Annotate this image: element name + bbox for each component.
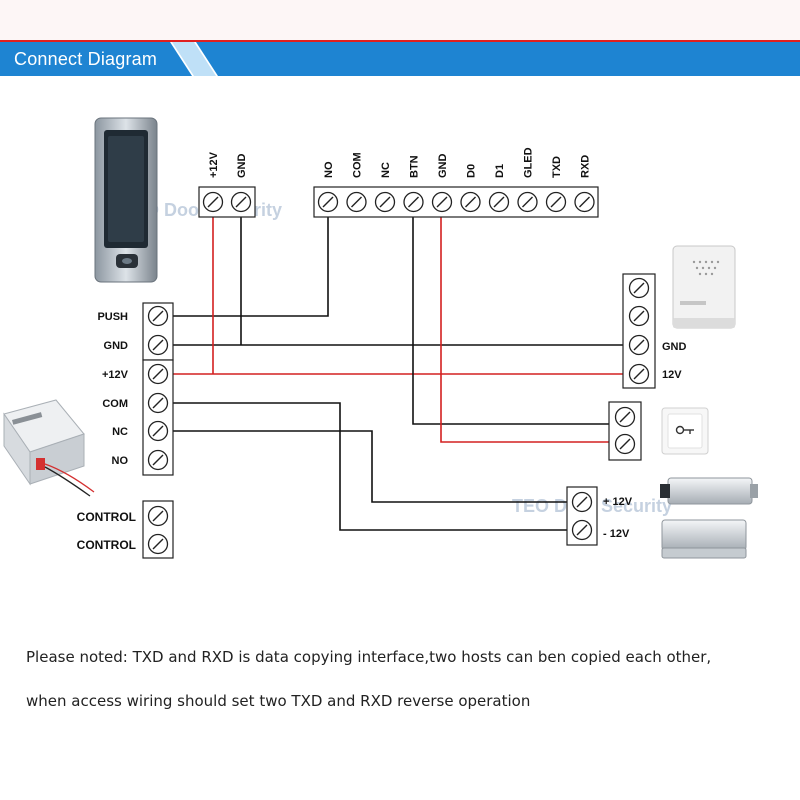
reader-output-screw [574, 191, 595, 213]
psu-screw [147, 363, 169, 385]
reader-output-label-9: RXD [580, 155, 592, 178]
reader-output-screw [317, 191, 339, 213]
exit-button-screw [614, 406, 636, 428]
wire-btn [412, 202, 610, 425]
reader-output-label-1: COM [352, 152, 364, 178]
psu-label-0: PUSH [97, 311, 128, 323]
doorbell-label-gnd: GND [662, 341, 687, 353]
note-line-1: Please noted: TXD and RXD is data copyin… [26, 648, 712, 666]
reader-output-screw [460, 191, 481, 213]
doorbell-screws [628, 277, 650, 385]
psu-label-3: COM [102, 398, 128, 410]
reader-output-label-8: TXD [551, 156, 563, 178]
reader-power-label-0: +12V [208, 151, 220, 178]
electric-bolt-lock-device [660, 477, 758, 505]
psu-label-2: +12V [102, 369, 129, 381]
reader-output-label-0: NO [323, 161, 335, 178]
psu-label-4: NC [112, 426, 128, 438]
exit-button-screws [614, 406, 636, 455]
psu-screw [147, 449, 169, 471]
card-reader-device [94, 117, 158, 283]
reader-power-screw [202, 191, 224, 213]
reader-output-label-6: D1 [494, 164, 506, 178]
exit-button-device [661, 407, 709, 455]
top-band [0, 0, 800, 40]
reader-output-label-3: BTN [409, 155, 421, 178]
reader-output-label-7: GLED [523, 147, 535, 178]
doorbell-label-12v: 12V [662, 369, 682, 381]
psu-control-screw [147, 505, 169, 527]
magnetic-lock-device [661, 519, 747, 559]
reader-screws [202, 191, 595, 213]
wire-com-lock [172, 402, 568, 531]
psu-screw [147, 392, 169, 414]
doorbell-screw [628, 363, 650, 385]
wires [172, 202, 628, 531]
psu-label-1: GND [104, 340, 129, 352]
reader-power-screw [230, 191, 252, 213]
psu-screw [147, 334, 169, 356]
lock-label-plus: + 12V [603, 496, 633, 508]
header-bar [0, 40, 800, 78]
psu-control-screw [147, 533, 169, 555]
psu-control-label-0: CONTROL [77, 510, 136, 524]
psu-screw [147, 305, 169, 327]
lock-screw [571, 519, 593, 541]
psu-control-label-1: CONTROL [77, 538, 136, 552]
doorbell-screw [628, 277, 650, 299]
wire-button-gnd [440, 202, 610, 443]
reader-output-screw [431, 191, 453, 213]
reader-terminal-labels: +12V GND NO COM NC BTN GND D0 D1 GLED TXD RXD [208, 147, 592, 178]
doorbell-screw [628, 334, 650, 356]
wire-push [172, 202, 329, 317]
reader-output-screw [517, 191, 538, 213]
doorbell-device [672, 245, 736, 329]
lock-screw [571, 491, 593, 513]
reader-output-screw [374, 191, 396, 213]
psu-screws [147, 305, 169, 555]
doorbell-screw [628, 305, 650, 327]
reader-output-screw [545, 191, 567, 213]
exit-button-screw [614, 433, 636, 455]
psu-terminal-labels: PUSH GND +12V COM NC NO CONTROL CONTROL [77, 311, 136, 552]
reader-output-label-4: GND [437, 154, 449, 179]
wire-nc-lock [172, 430, 568, 503]
reader-power-label-1: GND [236, 154, 248, 179]
reader-output-screw [346, 191, 367, 213]
lock-label-minus: - 12V [603, 528, 630, 540]
reader-output-screw [403, 191, 424, 213]
reader-output-label-2: NC [380, 162, 392, 178]
psu-label-5: NO [112, 455, 129, 467]
reader-output-screw [488, 191, 510, 213]
reader-output-label-5: D0 [466, 164, 478, 178]
lock-screws [571, 491, 593, 541]
power-supply-device [3, 399, 95, 497]
note-line-2: when access wiring should set two TXD an… [26, 692, 531, 710]
psu-screw [147, 420, 169, 442]
header-title: Connect Diagram [14, 49, 158, 69]
